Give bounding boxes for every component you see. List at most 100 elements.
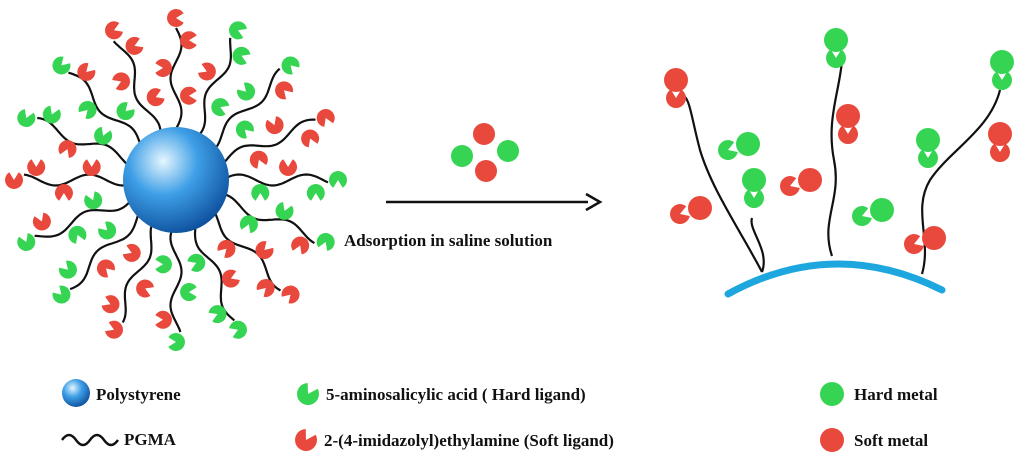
hard-ligand-icon [187,253,206,272]
hard-ligand-icon [329,171,347,188]
legend-soft-metal-label: Soft metal [854,431,928,450]
soft-ligand-icon [4,172,24,189]
soft-ligand-icon [180,86,197,105]
hard-ligand-icon [826,49,847,69]
hard-ligand-icon [237,82,256,101]
hard-ligand-icon [306,184,325,201]
pgma-chain [23,173,126,187]
hard-ligand-icon [239,215,258,234]
hard-ligand-icon [717,140,738,161]
soft-ligand-icon [838,125,859,145]
soft-ligand-icon [255,241,274,260]
hard-metal-ion [742,168,766,192]
soft-ligand-icon [167,8,184,27]
hard-ligand-icon [251,184,270,201]
soft-ligand-icon [198,62,216,81]
soft-ligand-icon [669,204,690,225]
soft-ligand-icon [295,429,318,451]
brush-ligands [4,8,347,351]
hard-ligand-icon [235,120,254,139]
pgma-chain [169,230,183,333]
soft-ligand-icon [122,243,141,262]
soft-ligand-icon [279,159,298,176]
hard-ligand-legend-icon [297,383,320,405]
soft-metal-ion [664,68,688,92]
hard-ligand-icon [281,56,300,75]
soft-ligand-icon [217,239,236,258]
hard-metal-ion [990,50,1014,74]
adsorbed-metal-complexes [664,28,1014,255]
hard-metal-ion [870,198,894,222]
soft-ligand-icon [903,234,924,255]
soft-ligand-icon [990,143,1010,163]
hard-ligand-icon [17,109,36,127]
pgma-chain [198,37,233,136]
soft-metal-ion [988,122,1012,146]
soft-ligand-icon [316,109,335,127]
hard-ligand-icon [297,383,320,405]
soft-ligand-icon [221,269,240,288]
soft-ligand-icon [666,89,687,109]
soft-ligand-icon [54,184,73,201]
metal-ion-mixture [451,123,519,182]
pgma-chain [223,118,316,164]
pgma-chain [224,193,315,245]
pgma-brush-chains [23,27,329,333]
legend: Polystyrene PGMA 5-aminosalicylic acid (… [61,379,938,452]
soft-ligand-icon [105,320,123,339]
soft-ligand-icon [249,150,268,169]
hard-ligand-icon [275,202,294,220]
hard-ligand-icon [84,191,103,210]
hard-ligand-icon [744,189,765,209]
pgma-chain [750,217,765,273]
legend-polystyrene-label: Polystyrene [96,385,181,404]
hard-ligand-icon [52,56,71,75]
soft-ligand-icon [105,21,123,40]
hard-ligand-icon [208,305,227,324]
hard-metal-ion [824,28,848,52]
hard-metal-ion [736,132,760,156]
hard-ligand-icon [211,98,230,117]
soft-ligand-icon [77,62,96,81]
hard-ligand-icon [17,233,36,251]
pgma-legend-icon [61,433,119,447]
hard-ligand-icon [991,71,1012,91]
hard-ligand-icon [232,46,251,65]
hard-ligand-icon [918,149,938,169]
hard-ligand-icon [851,206,872,227]
hard-ligand-icon [180,283,197,302]
soft-ligand-icon [32,212,51,231]
hard-ligand-icon [229,320,247,339]
process-label: Adsorption in saline solution [344,231,553,250]
soft-ligand-icon [155,310,172,329]
soft-ligand-icon [301,129,320,148]
soft-ligand-icon [155,58,172,77]
soft-ligand-icon [101,295,120,314]
hard-ligand-icon [52,285,71,304]
soft-ligand-icon [136,279,154,298]
soft-ligand-icon [256,279,275,298]
soft-ligand-icon [82,159,101,176]
soft-ligand-icon [27,159,46,176]
soft-ligand-icon [275,81,294,100]
legend-hard-ligand-label: 5-aminosalicylic acid ( Hard ligand) [326,385,586,404]
hard-ligand-icon [229,21,247,40]
soft-metal-ion [473,123,495,145]
hard-ligand-icon [78,100,97,119]
soft-ligand-icon [265,116,284,135]
soft-metal-ion [798,168,822,192]
hard-ligand-icon [58,260,77,279]
soft-ligand-icon [180,31,197,50]
pgma-chain [34,201,131,238]
soft-ligand-icon [112,72,131,91]
hard-ligand-icon [68,225,87,244]
pgma-chain [683,95,763,273]
soft-ligand-legend-icon [295,429,318,451]
polystyrene-legend-icon [62,379,90,407]
soft-ligand-icon [779,176,800,197]
soft-ligand-icon [96,259,115,278]
hard-ligand-icon [316,233,335,251]
pgma-chain [827,59,844,257]
